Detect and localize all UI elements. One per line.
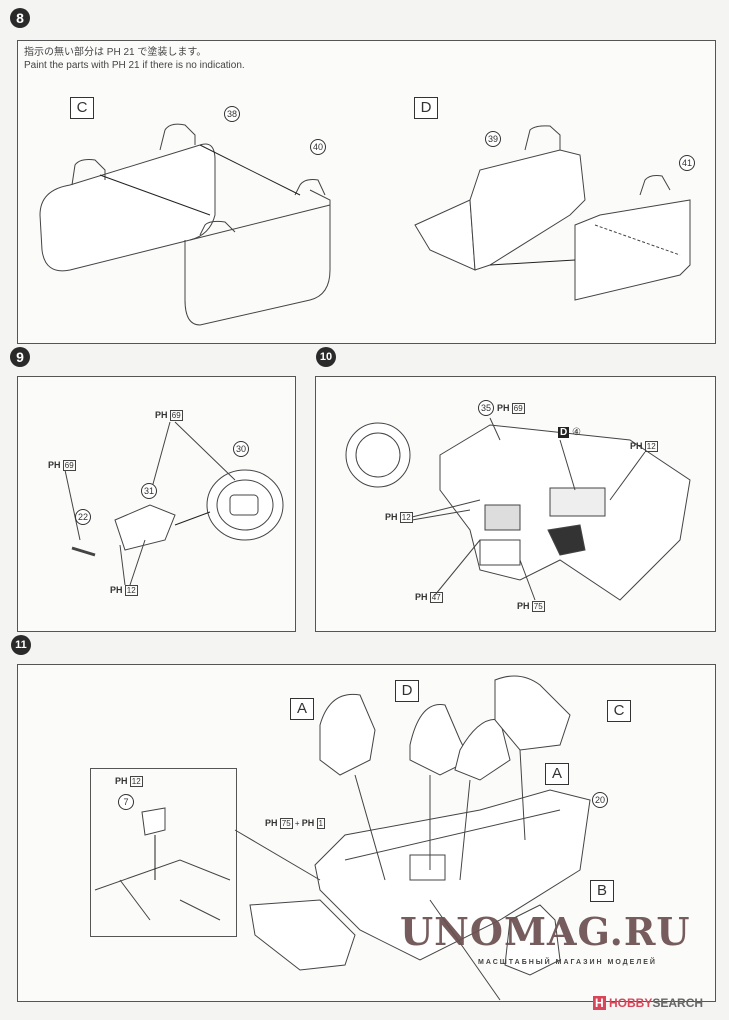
part-22: 22 [75,509,91,525]
step-11-badge: 11 [11,635,31,655]
paint-mix: PH 75 + PH 1 [265,818,325,829]
label-d: D [395,680,419,702]
dashboard-drawing [345,417,691,601]
paint-ph12-b: PH 12 [385,512,413,523]
part-30: 30 [233,441,249,457]
label-c: C [607,700,631,722]
note-jp: 指示の無い部分は PH 21 で塗装します。 [24,47,207,58]
paint-ph69-a: PH 69 [155,410,183,421]
part-20: 20 [592,792,608,808]
part-39: 39 [485,131,501,147]
paint-ph12-a: PH 12 [630,441,658,452]
label-a-2: A [545,763,569,785]
paint-ph75: PH 75 [517,601,545,612]
unomag-subtitle: МАСШТАБНЫЙ МАГАЗИН МОДЕЛЕЙ [478,959,657,966]
note-en: Paint the parts with PH 21 if there is n… [24,60,245,71]
label-c: C [70,97,94,119]
seat-back-c-drawing [39,123,331,326]
steering-drawing [64,421,284,586]
paint-ph69-b: PH 69 [48,460,76,471]
part-41: 41 [679,155,695,171]
label-d: D [414,97,438,119]
paint-ph69: PH 69 [497,403,525,414]
part-38: 38 [224,106,240,122]
interior-drawing [94,675,591,1001]
part-35: 35 [478,400,494,416]
step-8-badge: 8 [10,8,30,28]
part-31: 31 [141,483,157,499]
unomag-watermark: UNOMAG.RU [400,909,691,954]
seat-d-drawing [414,125,691,301]
step-9-badge: 9 [10,347,30,367]
paint-ph12: PH 12 [115,776,143,787]
paint-ph12: PH 12 [110,585,138,596]
paint-ph47: PH 47 [415,592,443,603]
step-10-badge: 10 [316,347,336,367]
label-b: B [590,880,614,902]
part-7: 7 [118,794,134,810]
step-8-note: 指示の無い部分は PH 21 で塗装します。 Paint the parts w… [24,46,245,72]
step-11-inset [90,768,237,937]
label-a-1: A [290,698,314,720]
hobbysearch-logo: H HOBBYSEARCH [593,996,704,1010]
decal-d4: D ④ [558,427,581,438]
part-40: 40 [310,139,326,155]
